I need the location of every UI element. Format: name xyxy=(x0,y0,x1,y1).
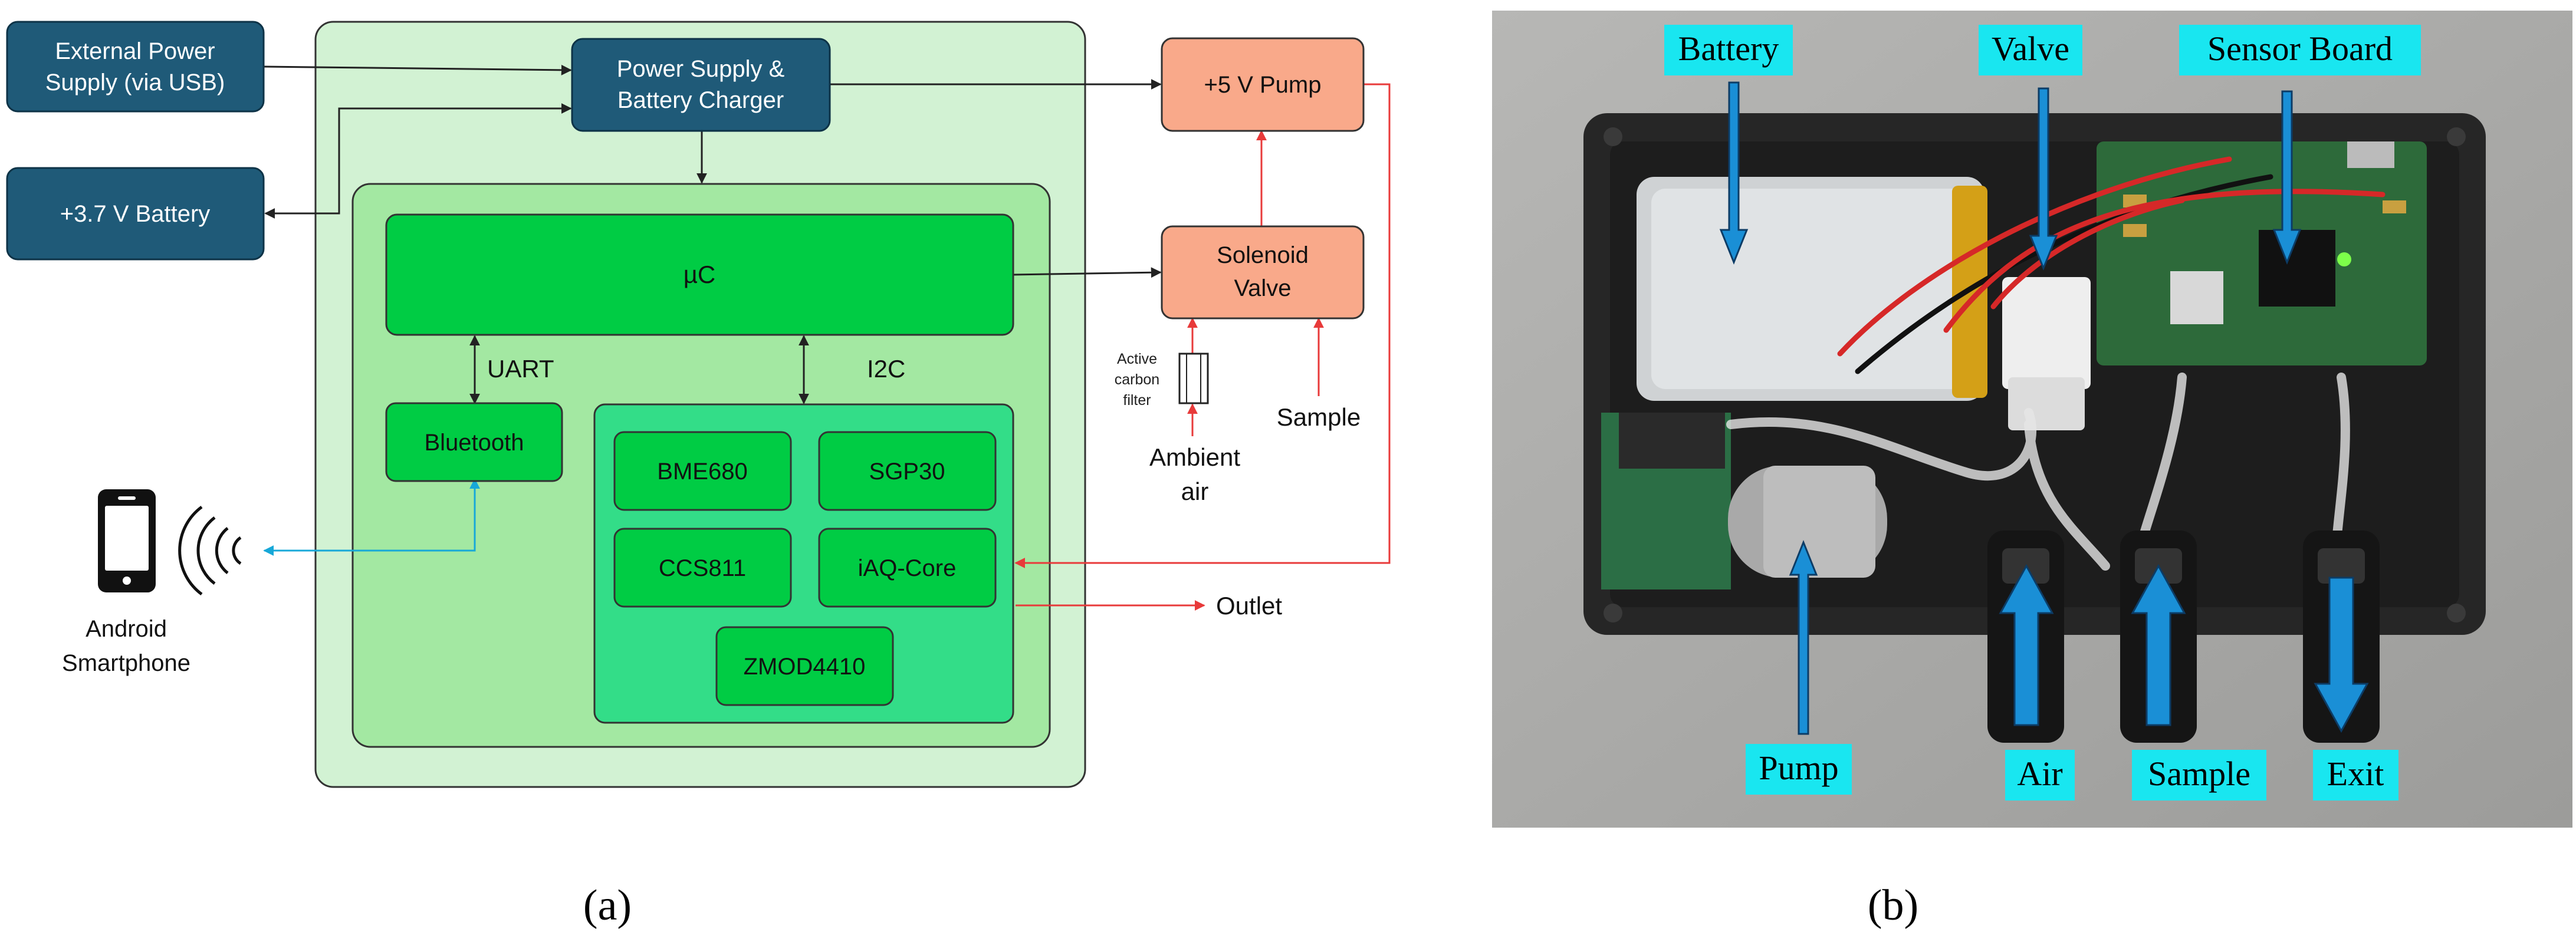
valve-label-2: Valve xyxy=(1234,275,1291,301)
bluetooth-block: Bluetooth xyxy=(385,402,563,482)
battery-block: +3.7 V Battery xyxy=(6,167,265,261)
caption-b: (b) xyxy=(1868,881,1918,930)
power-supply-label-2: Battery Charger xyxy=(617,87,784,113)
pump-label: +5 V Pump xyxy=(1204,72,1321,98)
valve-block: Solenoid Valve xyxy=(1161,225,1365,320)
label-sample: Sample xyxy=(2132,750,2266,801)
smartphone-label-2: Smartphone xyxy=(62,650,190,676)
power-supply-block: Power Supply & Battery Charger xyxy=(571,38,831,132)
flow-pump-to-sensors xyxy=(1014,83,1391,568)
filter-label-1: Active xyxy=(1117,351,1157,367)
label-valve: Valve xyxy=(1979,25,2082,75)
line-extpower-to-psu xyxy=(263,64,572,75)
external-power-label-2: Supply (via USB) xyxy=(45,70,225,95)
i2c-label: I2C xyxy=(867,355,905,383)
outlet-label: Outlet xyxy=(1216,592,1282,620)
label-valve-text: Valve xyxy=(1992,29,2069,68)
label-sample-text: Sample xyxy=(2148,755,2250,793)
ambient-air-label-1: Ambient xyxy=(1149,443,1240,471)
smartphone-label-1: Android xyxy=(86,616,167,642)
bme680-label: BME680 xyxy=(657,459,747,485)
label-air-text: Air xyxy=(2017,755,2062,793)
filter-label-3: filter xyxy=(1123,392,1151,409)
external-power-label-1: External Power xyxy=(55,38,215,64)
pump-unit xyxy=(1601,413,1887,589)
sensor-iaq-core: iAQ-Core xyxy=(818,528,997,608)
line-battery-psu xyxy=(264,103,572,219)
arrow-exit xyxy=(2314,577,2369,733)
wireless-signal-icon xyxy=(178,505,242,596)
callout-arrows xyxy=(1719,81,2369,735)
zmod4410-label: ZMOD4410 xyxy=(744,654,866,680)
pump-block: +5 V Pump xyxy=(1161,37,1365,132)
sensor-board xyxy=(2097,141,2427,365)
sensor-bme680: BME680 xyxy=(613,431,792,511)
label-pump-text: Pump xyxy=(1759,749,1838,787)
arrow-sensor-board xyxy=(2272,90,2302,265)
arrow-battery xyxy=(1719,81,1749,265)
carbon-filter-icon xyxy=(1178,353,1209,404)
mcu-label: µC xyxy=(684,261,716,288)
label-sensor-board-text: Sensor Board xyxy=(2207,29,2393,68)
battery-label: +3.7 V Battery xyxy=(60,201,211,227)
label-pump: Pump xyxy=(1746,744,1852,795)
smartphone-icon xyxy=(98,489,156,592)
label-exit: Exit xyxy=(2313,750,2398,801)
filter-label-2: carbon xyxy=(1115,371,1159,388)
valve-label-1: Solenoid xyxy=(1217,242,1309,268)
sensor-ccs811: CCS811 xyxy=(613,528,792,608)
uart-label: UART xyxy=(487,355,554,383)
ccs811-label: CCS811 xyxy=(659,555,746,581)
bluetooth-link xyxy=(263,478,480,556)
device-photo: Battery Valve Sensor Board Pump Air Samp… xyxy=(1492,11,2572,828)
bluetooth-label: Bluetooth xyxy=(424,430,524,456)
ambient-air-label-2: air xyxy=(1181,477,1209,505)
label-exit-text: Exit xyxy=(2327,755,2384,793)
label-sensor-board: Sensor Board xyxy=(2179,25,2421,75)
wires xyxy=(1837,156,2386,374)
label-air: Air xyxy=(2005,750,2075,801)
power-supply-label-1: Power Supply & xyxy=(617,56,785,82)
arrow-air xyxy=(1999,564,2054,726)
line-mcu-to-valve xyxy=(1013,267,1162,278)
arrow-sample xyxy=(2131,564,2186,726)
arrow-pump xyxy=(1789,539,1818,735)
caption-a: (a) xyxy=(583,881,632,930)
iaq-core-label: iAQ-Core xyxy=(858,555,957,581)
solenoid-valve xyxy=(2002,277,2091,430)
arrow-valve xyxy=(2029,87,2058,271)
sensor-sgp30: SGP30 xyxy=(818,431,997,511)
label-battery: Battery xyxy=(1664,25,1793,75)
sensor-zmod4410: ZMOD4410 xyxy=(715,626,894,706)
label-battery-text: Battery xyxy=(1678,29,1779,68)
battery-pack xyxy=(1637,177,1987,401)
sample-inlet-label: Sample xyxy=(1277,403,1361,431)
external-power-block: External Power Supply (via USB) xyxy=(6,21,265,113)
mcu-block: µC xyxy=(385,213,1014,336)
sgp30-label: SGP30 xyxy=(869,459,945,485)
block-diagram: External Power Supply (via USB) +3.7 V B… xyxy=(6,21,1391,788)
